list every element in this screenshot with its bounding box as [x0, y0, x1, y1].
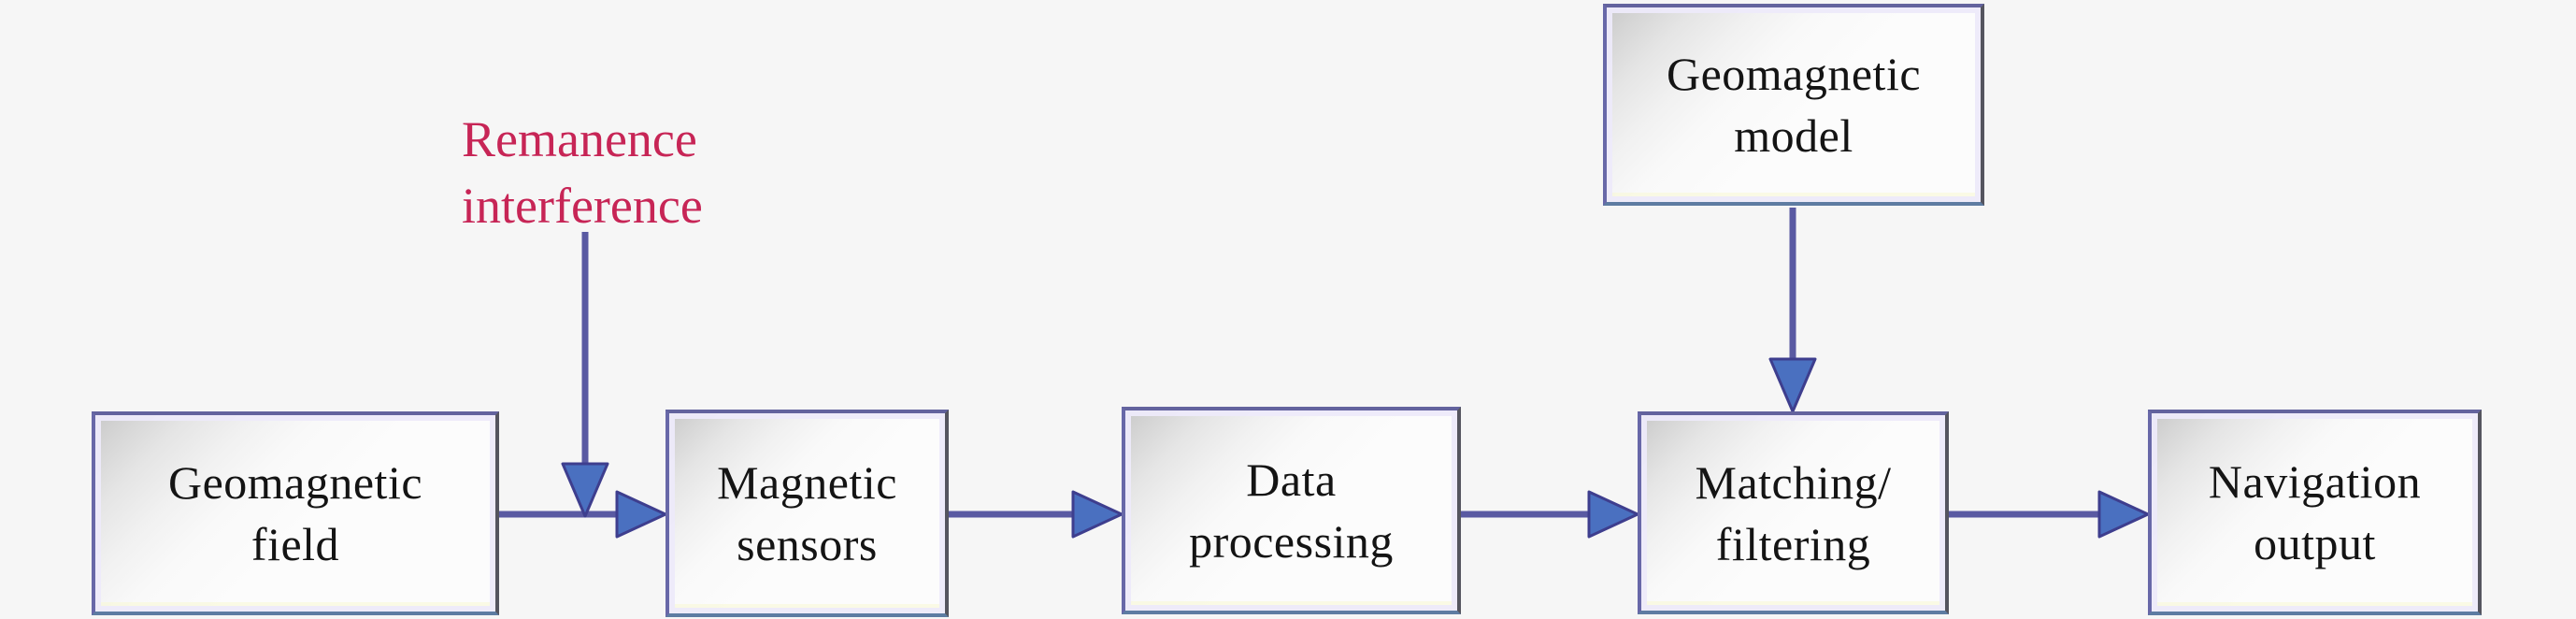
annotation-line1: Remanence: [462, 111, 697, 167]
arrow-field-to-sensors: [498, 490, 667, 539]
node-label-line2: sensors: [737, 518, 878, 570]
node-label-line1: Matching/: [1695, 455, 1892, 509]
node-label-magnetic-sensors: Magnetic sensors: [717, 452, 897, 575]
node-data-processing: Data processing: [1122, 407, 1461, 614]
node-label-line1: Geomagnetic: [167, 456, 423, 509]
node-label-line1: Geomagnetic: [1666, 48, 1922, 100]
annotation-line2: interference: [462, 178, 703, 234]
arrow-matching-to-output: [1949, 490, 2150, 539]
arrow-model-to-matching: [1768, 208, 1817, 413]
remanence-interference-label: Remanence interference: [462, 107, 703, 239]
node-magnetic-sensors: Magnetic sensors: [665, 410, 949, 617]
arrow-processing-to-matching: [1461, 490, 1639, 539]
node-label-line1: Navigation: [2208, 455, 2422, 508]
node-label-line1: Data: [1246, 453, 1337, 506]
node-label-matching-filtering: Matching/ filtering: [1695, 452, 1891, 575]
node-label-data-processing: Data processing: [1189, 449, 1394, 572]
node-navigation-output: Navigation output: [2148, 410, 2482, 615]
node-geomagnetic-field: Geomagnetic field: [92, 411, 499, 615]
node-geomagnetic-model: Geomagnetic model: [1603, 4, 1984, 206]
node-label-navigation-output: Navigation output: [2209, 451, 2421, 574]
node-label-line2: filtering: [1715, 517, 1871, 570]
node-label-geomagnetic-model: Geomagnetic model: [1667, 43, 1921, 166]
arrow-interference-down: [561, 232, 609, 518]
node-label-line2: output: [2254, 517, 2376, 569]
arrow-sensors-to-processing: [949, 490, 1123, 539]
node-label-line1: Magnetic: [717, 456, 897, 509]
node-label-geomagnetic-field: Geomagnetic field: [168, 452, 422, 575]
node-label-line2: model: [1734, 109, 1853, 162]
node-matching-filtering: Matching/ filtering: [1638, 411, 1949, 614]
node-label-line2: processing: [1189, 515, 1394, 568]
node-label-line2: field: [250, 518, 340, 570]
